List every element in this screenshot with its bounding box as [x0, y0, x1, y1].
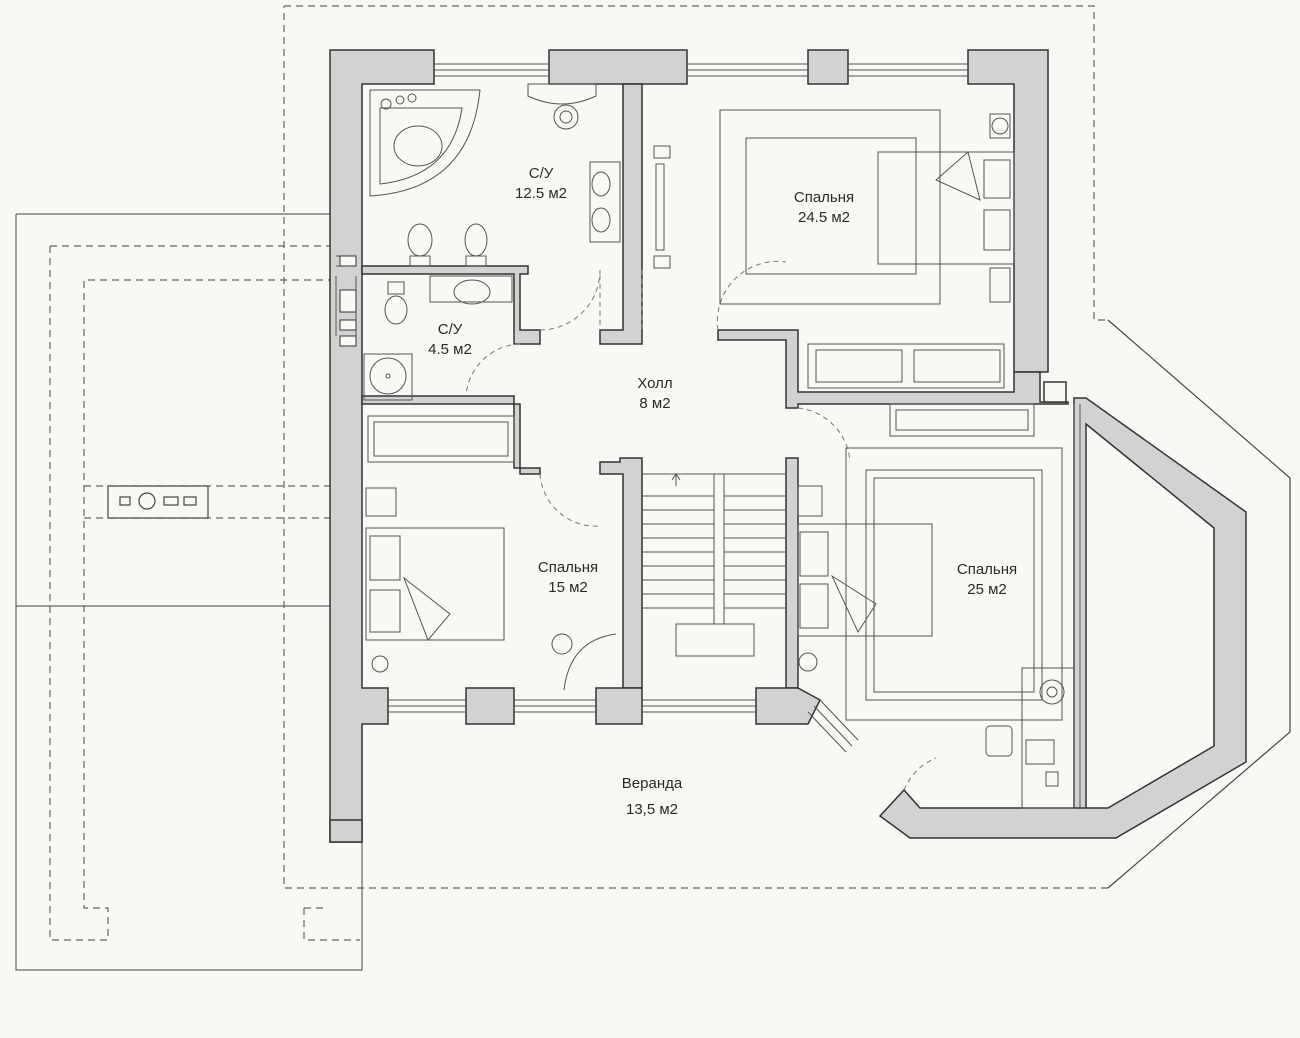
- room-area: 8 м2: [639, 395, 671, 412]
- hall-cabinet: [653, 145, 671, 269]
- wardrobe-ne: [807, 343, 1005, 389]
- stove-icon: [107, 485, 209, 519]
- bed-se-icon: [797, 403, 1063, 721]
- staircase: [642, 473, 786, 657]
- door-swings: [465, 260, 937, 791]
- room-area: 13,5 м2: [625, 801, 679, 818]
- window-piers: [339, 255, 357, 347]
- bed-sw-icon: [365, 415, 617, 691]
- sink-small-icon: [429, 275, 513, 305]
- toilet-icon: [384, 223, 488, 325]
- room-area: 12.5 м2: [514, 185, 568, 202]
- room-label-bath-small: С/У 4.5 м2: [428, 320, 472, 360]
- room-label-bath-large: С/У 12.5 м2: [515, 164, 567, 204]
- room-name: Спальня: [537, 559, 599, 576]
- room-label-bedroom-ne: Спальня 24.5 м2: [794, 188, 854, 228]
- room-name: Холл: [637, 375, 673, 392]
- basin-icon: [527, 83, 621, 243]
- shower-icon: [363, 353, 413, 401]
- room-label-bedroom-sw: Спальня 15 м2: [538, 558, 598, 598]
- bed-ne-icon: [719, 109, 1015, 305]
- room-name: С/У: [437, 321, 463, 338]
- walls: [329, 49, 1247, 843]
- room-label-hall: Холл 8 м2: [637, 374, 672, 414]
- room-name: С/У: [528, 165, 554, 182]
- bay-outline: [1107, 319, 1291, 889]
- room-label-veranda: Веранда 13,5 м2: [622, 771, 682, 823]
- bathtub-icon: [369, 89, 481, 197]
- room-area: 24.5 м2: [797, 209, 851, 226]
- room-name: Спальня: [793, 189, 855, 206]
- room-label-bedroom-se: Спальня 25 м2: [957, 560, 1017, 600]
- desk-icon: [985, 667, 1075, 809]
- room-name: Спальня: [956, 561, 1018, 578]
- room-area: 15 м2: [548, 579, 588, 596]
- room-area: 25 м2: [967, 581, 1007, 598]
- room-area: 4.5 м2: [428, 341, 472, 358]
- room-name: Веранда: [621, 775, 683, 792]
